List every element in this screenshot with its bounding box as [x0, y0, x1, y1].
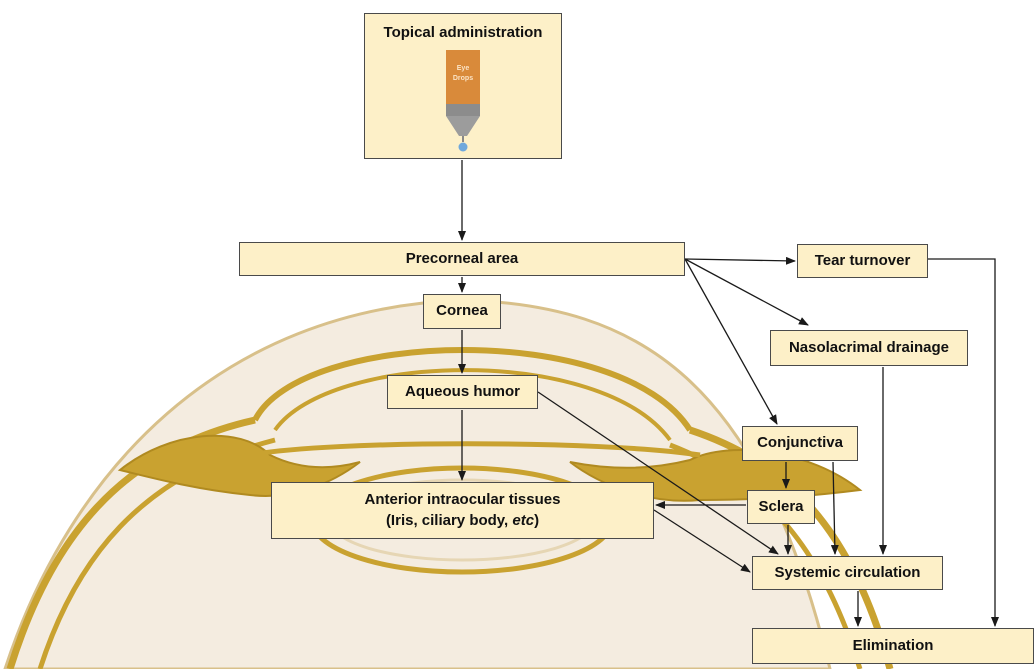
- bottle-label-line2: Drops: [453, 75, 473, 82]
- cornea-inner-arc: [273, 368, 672, 442]
- eye-drops-bottle-icon: Eye Drops: [446, 50, 480, 152]
- iris-line: [249, 441, 701, 458]
- bottle-cap-band: [446, 104, 480, 116]
- arrow-anterior-to-systemic: [653, 509, 751, 573]
- arrow-conjunctiva-to-systemic: [830, 461, 839, 555]
- arrow-precorneal-to-tear: [684, 256, 796, 265]
- precorneal-area-label: Precorneal area: [405, 249, 519, 267]
- conjunctiva-label: Conjunctiva: [757, 434, 843, 452]
- eye-drop: [458, 142, 468, 152]
- anterior-intraocular-tissues-label: Anterior intraocular tissues: [364, 491, 561, 509]
- sclera-box: Sclera: [747, 490, 815, 524]
- elimination-box: Elimination: [752, 628, 1034, 664]
- aqueous-humor-label: Aqueous humor: [405, 382, 520, 400]
- cornea-outer-arc: [252, 347, 693, 432]
- cornea-box: Cornea: [423, 294, 501, 329]
- bottle-body: [446, 50, 480, 104]
- anterior-examples-close: ): [534, 511, 540, 529]
- anterior-examples-etc: etc: [512, 511, 535, 529]
- nasolacrimal-drainage-box: Nasolacrimal drainage: [770, 330, 968, 366]
- bottle-label-line1: Eye: [457, 65, 470, 72]
- arrow-precorneal-to-conjunctiva: [684, 258, 778, 425]
- aqueous-humor-box: Aqueous humor: [387, 375, 538, 409]
- arrow-precorneal-to-nasolacrimal: [684, 258, 809, 326]
- systemic-circulation-label: Systemic circulation: [774, 563, 921, 581]
- precorneal-area-box: Precorneal area: [239, 242, 685, 276]
- anterior-intraocular-tissues-examples: (Iris, ciliary body, etc): [386, 511, 539, 531]
- elimination-label: Elimination: [852, 636, 934, 654]
- bottle-nozzle: [446, 116, 480, 136]
- conjunctiva-box: Conjunctiva: [742, 426, 858, 461]
- sclera-label: Sclera: [758, 497, 804, 515]
- nasolacrimal-drainage-label: Nasolacrimal drainage: [788, 338, 950, 356]
- anterior-intraocular-tissues-box: Anterior intraocular tissues (Iris, cili…: [271, 482, 654, 539]
- arrow-aqueous-to-systemic: [537, 391, 779, 555]
- topical-administration-label: Topical administration: [383, 24, 543, 41]
- arrow-tear-to-elimination: [928, 258, 999, 627]
- systemic-circulation-box: Systemic circulation: [752, 556, 943, 590]
- tear-turnover-label: Tear turnover: [814, 251, 911, 269]
- topical-administration-box: Topical administration Eye Drops: [364, 13, 562, 159]
- anterior-examples-text: (Iris, ciliary body,: [385, 511, 513, 529]
- ciliary-body-left: [117, 434, 361, 497]
- tear-turnover-box: Tear turnover: [797, 244, 928, 278]
- cornea-label: Cornea: [436, 302, 488, 320]
